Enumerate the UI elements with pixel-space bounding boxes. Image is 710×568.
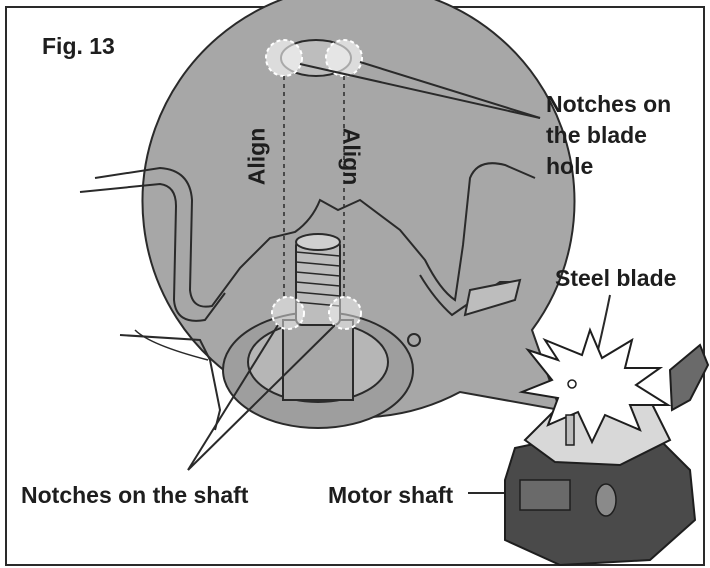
shaft-tip	[295, 233, 341, 251]
small-motor-shaft	[565, 414, 575, 446]
motor-knob	[595, 483, 617, 517]
blade-tab	[463, 278, 522, 317]
magnified-view	[79, 0, 576, 431]
label-line: the blade	[546, 122, 647, 148]
shaft-notches-label: Notches on the shaft	[21, 482, 249, 508]
motor-assembly	[504, 327, 710, 567]
steel-blade-label: Steel blade	[555, 265, 677, 291]
leader-shaft-left	[187, 324, 279, 471]
leader-lines	[187, 61, 611, 494]
label-line: Notches on	[546, 91, 672, 117]
shaft-notch-right	[328, 296, 362, 330]
blade-fold	[134, 329, 209, 361]
blade-center-hole	[567, 379, 577, 389]
leader-steel-blade	[597, 294, 611, 351]
thread-lines	[295, 251, 341, 307]
leader-shaft-right	[187, 324, 336, 471]
small-steel-blade	[518, 327, 672, 445]
blade-outline	[94, 162, 536, 308]
align-label-right: Align	[338, 127, 365, 186]
figure-title: Fig. 13	[42, 33, 115, 59]
hole-notch-left	[265, 39, 303, 77]
motor-side	[519, 479, 571, 511]
blade-rib-right	[419, 274, 510, 317]
shaft-notch-left	[271, 296, 305, 330]
align-label-left: Align	[243, 127, 270, 186]
motor-connector	[668, 343, 710, 412]
blade-base-left	[119, 334, 222, 431]
leader-hole-left	[299, 63, 541, 119]
blade-hole-notches-label: Notches on the blade hole	[546, 89, 696, 182]
screw-hole	[407, 333, 421, 347]
blade-rib-left	[79, 182, 226, 322]
label-line: hole	[546, 153, 594, 179]
motor-shaft-label: Motor shaft	[328, 482, 454, 508]
leader-hole-right	[359, 61, 541, 119]
shaft-body	[282, 319, 354, 401]
